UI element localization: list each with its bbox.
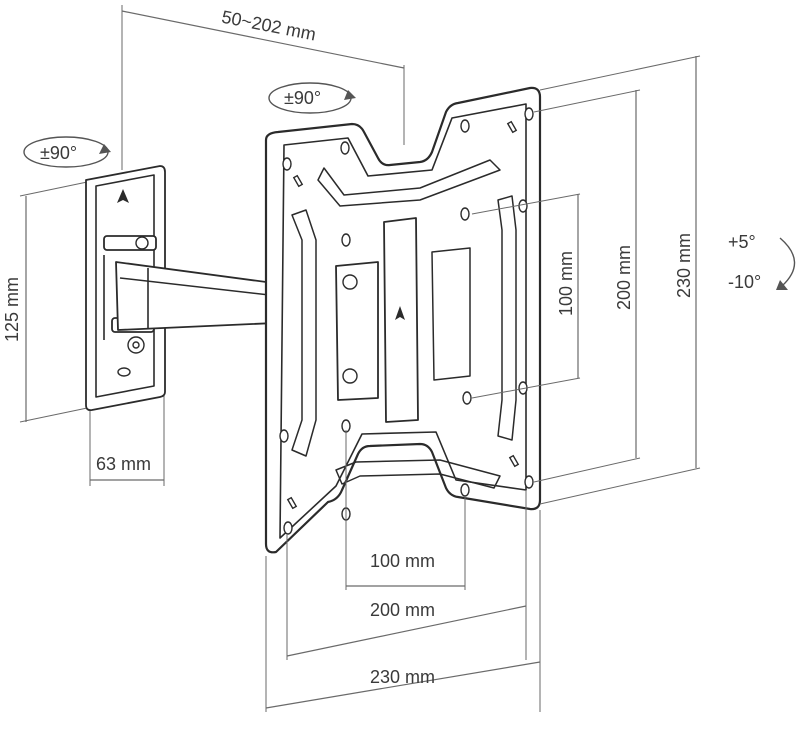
wall-plate-width-dimension: 63 mm: [89, 392, 165, 486]
wall-screw-hole-icon: [117, 367, 131, 377]
arm-extension-label: 50~202 mm: [220, 7, 318, 45]
vesa-horizontal-large-label: 200 mm: [370, 600, 435, 620]
rotate-plate-icon: ±90°: [268, 82, 356, 114]
rotate-wall-label: ±90°: [40, 143, 77, 163]
vesa-hole-icon: [462, 391, 472, 405]
vesa-hole-icon: [283, 521, 293, 535]
vesa-hole-icon: [340, 141, 350, 155]
rotate-plate-label: ±90°: [284, 88, 321, 108]
vesa-vertical-large-dimension: 200 mm: [533, 89, 641, 483]
locking-plate: [335, 261, 379, 401]
right-rib: [497, 195, 517, 441]
top-rib: [317, 159, 501, 207]
wall-plate-height-label: 125 mm: [2, 277, 22, 342]
vesa-hole-icon: [524, 107, 534, 121]
brand-logo-icon: [395, 306, 405, 320]
vesa-horizontal-small-label: 100 mm: [370, 551, 435, 571]
rotate-wall-icon: ±90°: [23, 136, 111, 168]
vesa-hole-icon: [279, 429, 289, 443]
center-channel: [383, 217, 419, 423]
plate-height-dimension: 230 mm: [539, 55, 701, 505]
plate-height-label: 230 mm: [674, 233, 694, 298]
wall-plate-height-dimension: 125 mm: [2, 180, 93, 423]
vesa-hole-icon: [518, 199, 528, 213]
locking-screw-top-icon: [342, 274, 358, 290]
vesa-vertical-large-label: 200 mm: [614, 245, 634, 310]
vesa-hole-icon: [460, 483, 470, 497]
vesa-hole-icon: [282, 157, 292, 171]
hinge-bolt-icon: [135, 236, 149, 250]
tilt-down-label: -10°: [728, 272, 761, 292]
tilt-indicator: +5° -10°: [728, 232, 796, 292]
brand-logo-icon: [117, 189, 129, 203]
vesa-hole-icon: [460, 119, 470, 133]
tilt-arrow-icon: [779, 237, 796, 287]
vesa-vertical-small-dimension: 100 mm: [471, 193, 581, 399]
vesa-horizontal-small-dimension: 100 mm: [345, 430, 466, 590]
bottom-rib: [335, 459, 501, 489]
tv-plate: [264, 86, 542, 554]
dimension-line-arm: [121, 10, 405, 69]
vesa-vertical-small-label: 100 mm: [556, 251, 576, 316]
center-window: [431, 247, 471, 381]
plate-width-label: 230 mm: [370, 667, 435, 687]
left-rib: [291, 209, 317, 457]
vesa-hole-icon: [341, 233, 351, 247]
locking-screw-bottom-icon: [342, 368, 358, 384]
vesa-hole-icon: [524, 475, 534, 489]
vesa-horizontal-large-dimension: 200 mm: [286, 490, 527, 660]
tilt-up-label: +5°: [728, 232, 756, 252]
vesa-hole-icon: [460, 207, 470, 221]
plate-width-dimension: 230 mm: [265, 510, 541, 712]
wall-plate-width-label: 63 mm: [96, 454, 151, 474]
